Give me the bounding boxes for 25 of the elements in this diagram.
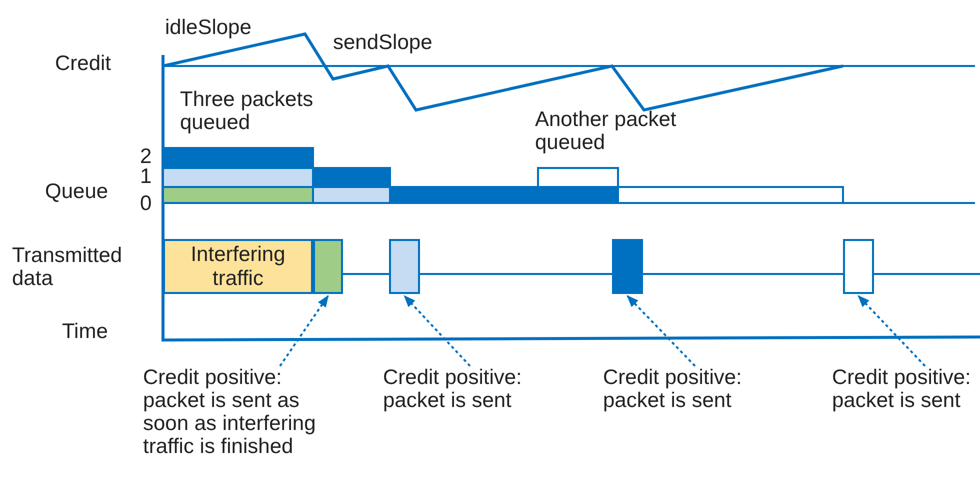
callout-text: Credit positive: packet is sent (603, 366, 743, 412)
leader-line (279, 295, 329, 367)
annotation: Another packet queued (535, 108, 678, 154)
axis-tick-label: 0 (140, 192, 153, 215)
transmitted-packet-bar (843, 239, 874, 294)
axis-label: Time (62, 320, 109, 343)
leader-line (626, 295, 696, 367)
transmitted-packet-bar (313, 239, 343, 294)
annotation: Three packets queued (180, 88, 314, 134)
transmitted-packet-bar (389, 239, 420, 294)
axis-tick-label: 1 (140, 165, 153, 188)
callout-text: Credit positive: packet is sent (832, 366, 972, 412)
leader-line (858, 295, 926, 367)
axis-annotation: sendSlope (333, 31, 434, 54)
axis-label: Queue (45, 180, 110, 203)
traffic-block (163, 239, 313, 294)
axis-tick-label: 2 (140, 145, 153, 168)
axis-annotation: idleSlope (165, 16, 252, 39)
transmitted-packet-bar (612, 239, 643, 294)
block-label: Interfering traffic (190, 242, 286, 292)
axis-label: Transmitted data (12, 244, 124, 290)
leader-line (404, 295, 471, 367)
axis-label: Credit (55, 52, 112, 75)
callout-text: Credit positive: packet is sent as soon as interfering traffic is finished (143, 366, 317, 458)
callout-text: Credit positive: packet is sent (383, 366, 523, 412)
